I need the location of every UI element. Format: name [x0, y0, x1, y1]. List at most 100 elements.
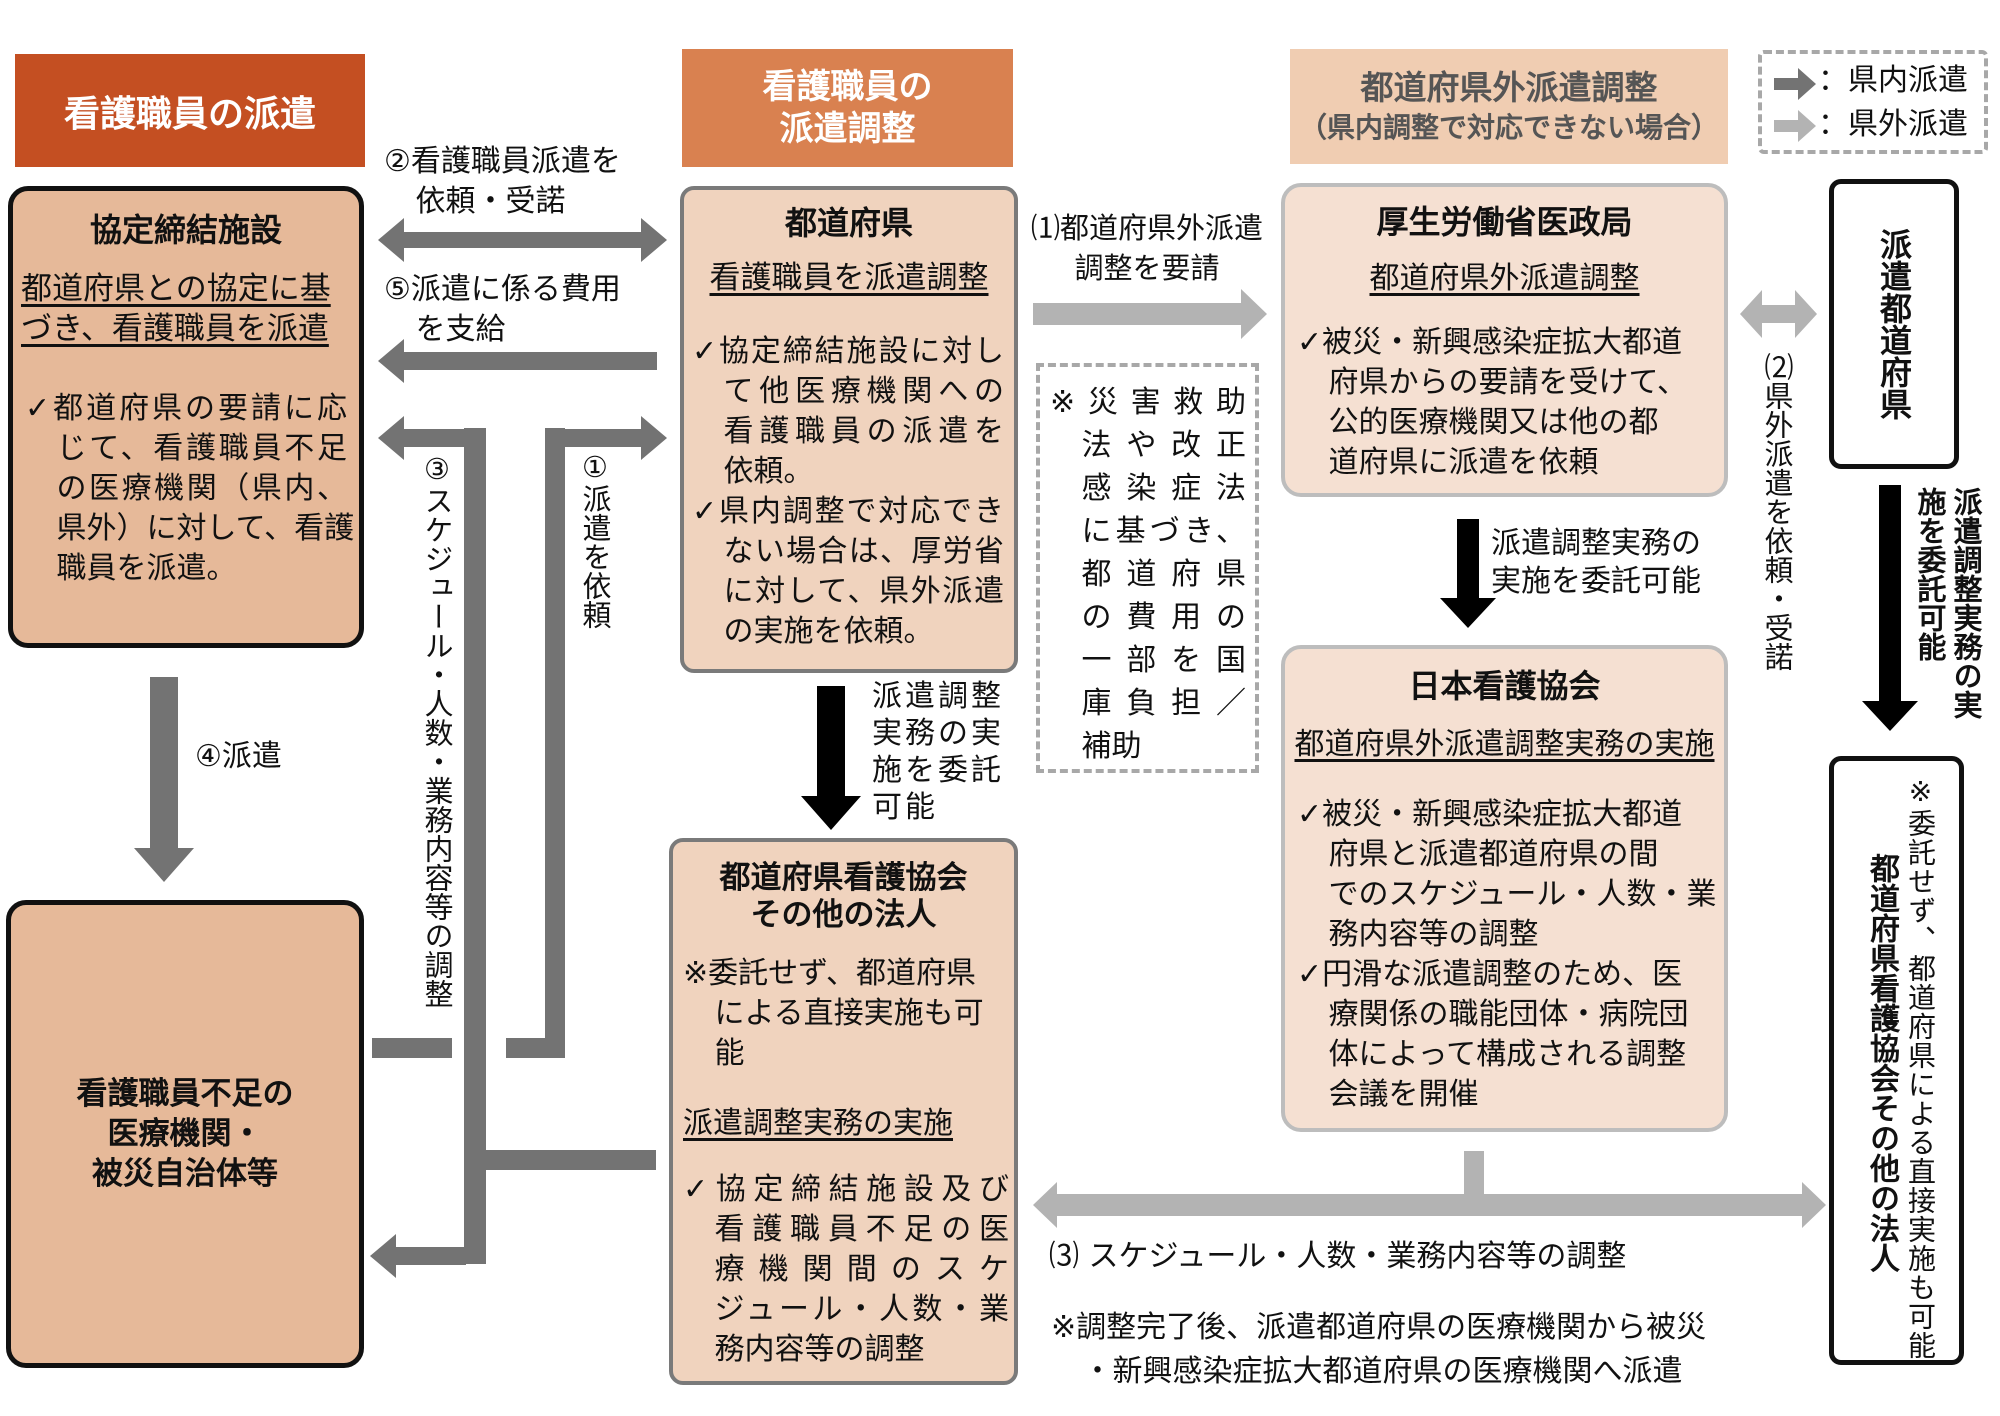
text-line: に対して、県外派遣	[723, 574, 1005, 609]
text-line: 補助	[1081, 729, 1142, 764]
text-line: 看護職員の派遣を	[723, 414, 1005, 449]
arrow-out-of-pref-request	[1033, 289, 1267, 339]
label-out-of-pref-request: ⑵県外派遣を依頼・受諾	[1760, 352, 1794, 671]
arrow-step1-to-prefecture	[545, 416, 667, 460]
line-jna-stem	[1464, 1151, 1484, 1205]
text-line: を支給	[415, 312, 506, 347]
text-line: ⑴都道府県外派遣	[1030, 211, 1263, 245]
text-line: 看護職員不足の医	[714, 1212, 1010, 1247]
label-step5-payment: ⑤派遣に係る費用を支給	[384, 270, 621, 350]
text-line: ※調整完了後、派遣都道府県の医療機関から被災	[1051, 1310, 1707, 1345]
text-line: 一部を国	[1081, 643, 1247, 678]
text-line: づき、看護職員を派遣	[21, 311, 329, 347]
label-step2-request: ②看護職員派遣を依頼・受諾	[384, 142, 621, 222]
text-line: ✓協定締結施設に対し	[692, 334, 1004, 369]
box-prefecture: 都道府県 看護職員を派遣調整 ✓協定締結施設に対して他医療機関への看護職員の派遣…	[680, 186, 1018, 673]
text-line: じて、看護職員不足	[56, 431, 348, 466]
label-step4-dispatch: ④派遣	[195, 739, 282, 774]
text-line: ジュール・人数・業	[714, 1292, 1010, 1327]
text-line: 務内容等の調整	[1328, 917, 1539, 952]
text-line: 府県と派遣都道府県の間	[1328, 837, 1659, 872]
arrow-step4-dispatch	[134, 677, 194, 882]
text-line: ✓被災・新興感染症拡大都道	[1297, 325, 1683, 360]
note-disaster-relief-act: ※災害救助法や改正感染症法に基づき、都道府県の費用の一部を国庫負担／補助	[1036, 363, 1259, 773]
box-shortage-institutions: 看護職員不足の医療機関・被災自治体等	[6, 900, 364, 1368]
text-line: ※災害救助	[1050, 385, 1246, 420]
line-step3-from-pref-nursing	[486, 1150, 656, 1170]
legend-out-label: ：県外派遣	[1818, 107, 1968, 142]
text-line: 療機関間のスケ	[714, 1252, 1010, 1287]
box-bullets: ✓協定締結施設に対して他医療機関への看護職員の派遣を依頼。✓県内調整で対応できな…	[692, 332, 1004, 652]
arrow-delegate-jna	[1440, 519, 1496, 628]
legend-arrows	[1774, 68, 1816, 142]
arrow-out-of-pref-double	[1740, 290, 1817, 338]
text-line: 公的医療機関又は他の都	[1328, 405, 1659, 440]
text-line: ※委託せず、都道府県	[683, 956, 977, 991]
box-title-lines: 看護職員不足の医療機関・被災自治体等	[77, 1074, 294, 1194]
text-line: ✓円滑な派遣調整のため、医	[1297, 957, 1683, 992]
label-step3-adjustment: ⑶ スケジュール・人数・業務内容等の調整	[1049, 1239, 1627, 1274]
text-line: の医療機関（県内、	[56, 471, 348, 506]
text-line: 庫負担／	[1081, 686, 1247, 721]
text-line: でのスケジュール・人数・業	[1328, 877, 1717, 912]
text-line: ✓協定締結施設及び	[683, 1172, 1009, 1207]
header-dispatch-coordination: 看護職員の 派遣調整	[682, 49, 1013, 167]
text-line: 派遣調整実務の	[1491, 526, 1701, 561]
box-bullets: ✓被災・新興感染症拡大都道府県と派遣都道府県の間でのスケジュール・人数・業務内容…	[1297, 795, 1716, 1115]
box-dispatching-prefecture: 派遣都道府県	[1829, 179, 1959, 469]
box-agreement-facility: 協定締結施設 都道府県との協定に基づき、看護職員を派遣 ✓都道府県の要請に応じて…	[8, 186, 364, 648]
text-line: 依頼・受諾	[415, 184, 566, 219]
label-delegation-mhlw: 派遣調整実務の実施を委託可能	[1491, 525, 1701, 601]
box-japanese-nursing-association: 日本看護協会 都道府県外派遣調整実務の実施 ✓被災・新興感染症拡大都道府県と派遣…	[1281, 645, 1728, 1132]
text-line: 療関係の職能団体・病院団	[1328, 997, 1689, 1032]
box-title: 厚生労働省医政局	[1376, 203, 1633, 241]
box-title: 都道府県	[784, 204, 913, 242]
box-underline-text: 都道府県外派遣調整	[1285, 259, 1724, 299]
box-title: 協定締結施設	[89, 211, 282, 249]
text-line: 体によって構成される調整	[1328, 1037, 1687, 1072]
line-step3-vertical	[464, 428, 486, 1264]
label-final-note: ※調整完了後、派遣都道府県の医療機関から被災・新興感染症拡大都道府県の医療機関へ…	[1051, 1306, 1706, 1394]
box-note: ※委託せず、都道府県による直接実施も可能	[1904, 775, 1937, 1360]
text-line: 派遣調整実務の実施	[683, 1106, 953, 1141]
arrow-step3-to-agreement	[378, 416, 486, 460]
text-line: ない場合は、厚労省	[723, 534, 1005, 569]
legend: ：県内派遣 ：県外派遣	[1758, 50, 1988, 154]
text-line: 法や改正	[1081, 428, 1247, 463]
box-mhlw-health-policy-bureau: 厚生労働省医政局 都道府県外派遣調整 ✓被災・新興感染症拡大都道府県からの要請を…	[1281, 183, 1728, 497]
text-line: 実務の実	[872, 716, 1004, 751]
line-step1-vertical	[545, 428, 565, 1058]
text-line: 医療機関・	[107, 1116, 263, 1152]
label-step3-schedule: ③スケジュール・人数・業務内容等の調整	[420, 452, 454, 1008]
text-line: ✓県内調整で対応でき	[692, 494, 1004, 529]
text-line: 派遣調整	[872, 679, 1004, 714]
text-line: 都道府県看護協会	[719, 860, 968, 896]
text-line: 調整を要請	[1074, 251, 1220, 285]
text-line: 能	[714, 1036, 745, 1071]
text-line: 感染症法	[1081, 471, 1247, 506]
arrow-step2-double	[378, 218, 667, 262]
arrow-step3-to-shortage	[370, 1234, 466, 1278]
text-line: 可能	[872, 790, 938, 825]
box-underline-text: 都道府県との協定に基づき、看護職員を派遣	[21, 269, 331, 349]
text-line: その他の法人	[750, 897, 937, 933]
box-title: 日本看護協会	[1408, 667, 1601, 705]
arrow-step3-adjustment-double	[1033, 1182, 1826, 1228]
text-line: 会議を開催	[1328, 1077, 1479, 1112]
header-out-of-pref: 都道府県外派遣調整 （県内調整で対応できない場合）	[1290, 49, 1728, 164]
text-line: 施を委託	[872, 753, 1004, 788]
text-line: ・新興感染症拡大都道府県の医療機関へ派遣	[1082, 1354, 1683, 1389]
box-bullets: ✓被災・新興感染症拡大都道府県からの要請を受けて、公的医療機関又は他の都道府県に…	[1297, 323, 1687, 483]
box-pref-nursing-association: 都道府県看護協会その他の法人 ※委託せず、都道府県による直接実施も可能 派遣調整…	[669, 838, 1018, 1385]
box-underline-text: 看護職員を派遣調整	[684, 258, 1014, 298]
box-dispatch-pref-nursing-association: ※委託せず、都道府県による直接実施も可能 都道府県看護協会その他の法人	[1829, 756, 1964, 1365]
label-delegation-right: 派遣調整実務の実施を委託可能	[1913, 487, 1983, 719]
text-line: に基づき、	[1081, 514, 1247, 549]
header-middle-line: 看護職員の	[762, 67, 933, 107]
text-line: 被災自治体等	[92, 1156, 278, 1192]
box-note: ※委託せず、都道府県による直接実施も可能	[683, 954, 1003, 1074]
text-line: ②看護職員派遣を	[384, 144, 621, 179]
line-step1-from-shortage	[506, 1038, 565, 1058]
text-line: 都道府県との協定に基	[21, 271, 331, 307]
text-line: 県外）に対して、看護	[56, 511, 355, 546]
